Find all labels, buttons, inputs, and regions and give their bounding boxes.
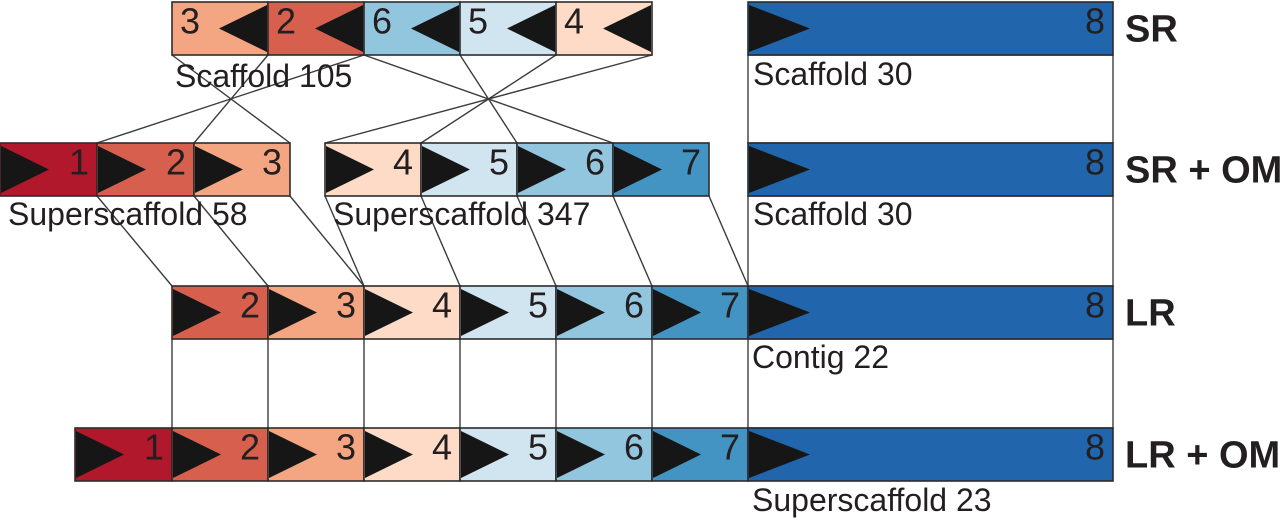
arrow-right-icon	[749, 146, 810, 193]
arrow-left-icon	[603, 5, 651, 52]
segment-number: 1	[144, 426, 164, 467]
segment-number: 2	[276, 0, 296, 41]
arrow-right-icon	[614, 146, 662, 193]
segment-number: 8	[1085, 141, 1105, 182]
segment-number: 3	[336, 284, 356, 325]
arrow-right-icon	[173, 289, 221, 336]
segment-number: 2	[240, 284, 260, 325]
segment-number: 1	[69, 141, 89, 182]
segment-connector-line	[96, 54, 365, 144]
segment-number: 2	[166, 141, 186, 182]
segment-number: 5	[468, 0, 488, 41]
segment-number: 6	[585, 141, 605, 182]
segment-number: 7	[720, 426, 740, 467]
arrow-right-icon	[749, 5, 810, 52]
arrow-right-icon	[326, 146, 374, 193]
segment-number: 6	[624, 284, 644, 325]
arrow-right-icon	[653, 289, 701, 336]
arrow-right-icon	[365, 431, 413, 478]
segment-number: 4	[432, 426, 452, 467]
segment-number: 6	[372, 0, 392, 41]
block-label: Superscaffold 23	[752, 482, 992, 518]
segment-number: 6	[624, 426, 644, 467]
arrow-right-icon	[518, 146, 566, 193]
arrow-right-icon	[653, 431, 701, 478]
row-label-sr-om: SR + OM	[1125, 150, 1280, 192]
segment-connector-line	[612, 195, 653, 287]
segment-number: 3	[336, 426, 356, 467]
block-label: Superscaffold 58	[8, 196, 248, 232]
scaffold-column-box	[747, 195, 1114, 287]
arrow-right-icon	[461, 289, 509, 336]
row-label-lr-om: LR + OM	[1125, 435, 1280, 477]
block-label: Superscaffold 347	[333, 196, 590, 232]
segment-connector-line	[420, 195, 461, 287]
arrow-right-icon	[269, 431, 317, 478]
segment-number: 3	[180, 0, 200, 41]
arrow-right-icon	[557, 431, 605, 478]
segment-number: 5	[528, 426, 548, 467]
block-label: Scaffold 30	[753, 196, 913, 232]
arrow-right-icon	[749, 289, 810, 336]
scaffold-column-box	[747, 54, 1114, 144]
arrow-right-icon	[98, 146, 146, 193]
arrow-right-icon	[557, 289, 605, 336]
segment-number: 8	[1085, 0, 1105, 41]
segment-connector-line	[324, 195, 365, 287]
arrow-left-icon	[507, 5, 555, 52]
segment-number: 4	[393, 141, 413, 182]
segment-number: 7	[681, 141, 701, 182]
segment-number: 5	[528, 284, 548, 325]
arrow-right-icon	[76, 431, 124, 478]
segment-connector-line	[193, 195, 269, 287]
row-label-lr: LR	[1125, 293, 1176, 335]
row-label-sr: SR	[1125, 9, 1178, 51]
segment-number: 4	[564, 0, 584, 41]
arrow-right-icon	[365, 289, 413, 336]
arrow-right-icon	[195, 146, 243, 193]
segment-connector-line	[324, 54, 653, 144]
segment-connector-line	[516, 195, 557, 287]
segment-connector-line	[289, 195, 365, 287]
segment-connector-line	[96, 195, 173, 287]
arrow-right-icon	[422, 146, 470, 193]
segment-number: 8	[1085, 284, 1105, 325]
segment-number: 5	[489, 141, 509, 182]
arrow-left-icon	[315, 5, 363, 52]
arrow-right-icon	[173, 431, 221, 478]
arrow-right-icon	[1, 146, 49, 193]
segment-number: 8	[1085, 426, 1105, 467]
segment-number: 7	[720, 284, 740, 325]
arrow-right-icon	[461, 431, 509, 478]
segment-number: 4	[432, 284, 452, 325]
arrow-left-icon	[411, 5, 459, 52]
arrow-left-icon	[219, 5, 267, 52]
segment-lr-om-8	[747, 427, 1114, 482]
arrow-right-icon	[269, 289, 317, 336]
segment-number: 3	[262, 141, 282, 182]
block-label: Scaffold 30	[753, 56, 913, 92]
segment-number: 2	[240, 426, 260, 467]
block-label: Contig 22	[752, 339, 889, 375]
segment-connector-line	[708, 195, 749, 287]
arrow-right-icon	[749, 431, 810, 478]
block-label: Scaffold 105	[175, 58, 352, 94]
